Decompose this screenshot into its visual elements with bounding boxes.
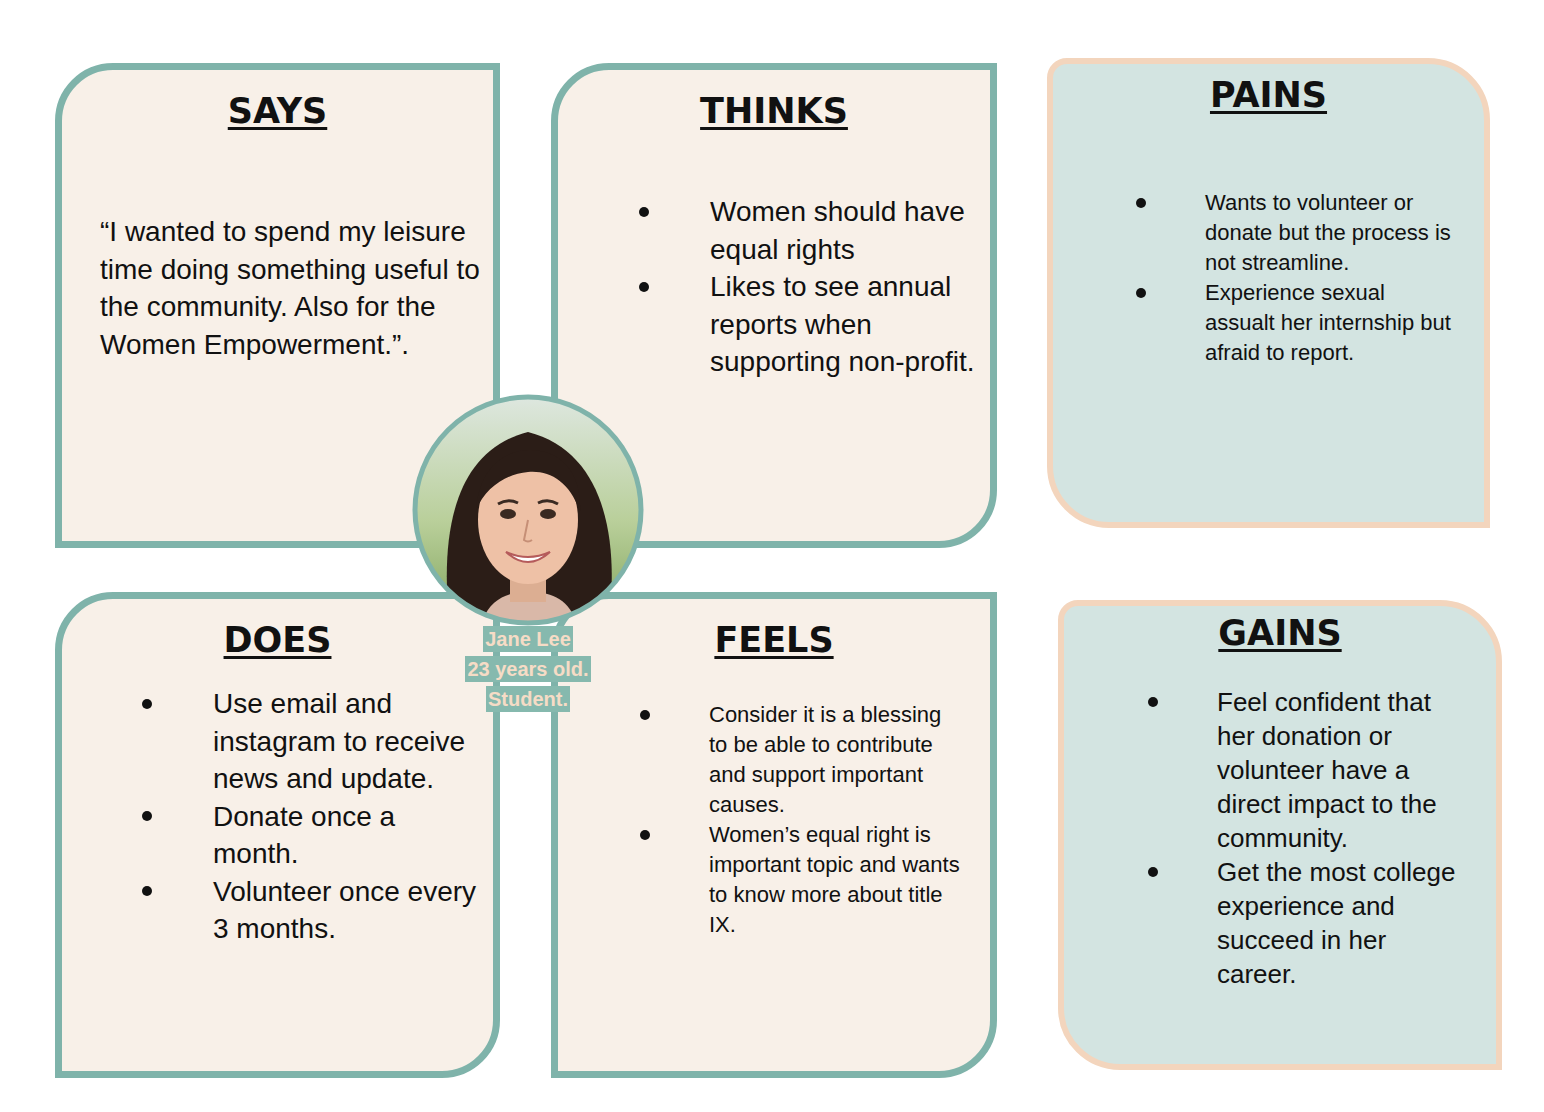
bullet-dot <box>639 207 649 217</box>
bullet-dot <box>142 886 152 896</box>
section-heading: THINKS <box>558 91 990 131</box>
bullet-item: Experience sexual assualt her internship… <box>1136 278 1455 368</box>
section-body: Consider it is a blessing to be able to … <box>640 700 964 940</box>
bullet-text: Women’s equal right is important topic a… <box>709 820 964 940</box>
bullet-text: Likes to see annual reports when support… <box>710 268 980 381</box>
bullet-item: Feel confident that her donation or volu… <box>1148 685 1472 855</box>
bullet-dot <box>1148 697 1158 707</box>
bullet-item: Wants to volunteer or donate but the pro… <box>1136 188 1455 278</box>
pains-box: PAINS Wants to volunteer or donate but th… <box>1047 58 1490 528</box>
bullet-dot <box>1136 288 1146 298</box>
bullet-item: Use email and instagram to receive news … <box>142 685 478 798</box>
bullet-dot <box>142 699 152 709</box>
bullet-text: Volunteer once every 3 months. <box>213 873 478 948</box>
section-heading: FEELS <box>558 620 990 660</box>
bullet-item: Likes to see annual reports when support… <box>639 268 980 381</box>
quote-item: “I wanted to spend my leisure time doing… <box>100 213 480 363</box>
bullet-text: Use email and instagram to receive news … <box>213 685 478 798</box>
bullet-item: Get the most college experience and succ… <box>1148 855 1472 991</box>
bullet-dot <box>1136 198 1146 208</box>
section-body: “I wanted to spend my leisure time doing… <box>100 213 480 363</box>
person-label: 23 years old. <box>465 656 590 682</box>
bullet-item: Consider it is a blessing to be able to … <box>640 700 964 820</box>
bullet-text: Get the most college experience and succ… <box>1217 855 1472 991</box>
bullet-dot <box>1148 867 1158 877</box>
section-heading: GAINS <box>1064 613 1496 653</box>
bullet-item: Women should have equal rights <box>639 193 980 268</box>
bullet-item: Volunteer once every 3 months. <box>142 873 478 948</box>
bullet-item: Women’s equal right is important topic a… <box>640 820 964 940</box>
bullet-dot <box>142 811 152 821</box>
portrait-photo <box>410 392 646 628</box>
name-line: Jane Lee <box>418 626 638 652</box>
bullet-text: Consider it is a blessing to be able to … <box>709 700 964 820</box>
feels-box: FEELS Consider it is a blessing to be abl… <box>551 592 997 1078</box>
bullet-text: Experience sexual assualt her internship… <box>1205 278 1455 368</box>
bullet-item: Donate once a month. <box>142 798 478 873</box>
section-body: Women should have equal rightsLikes to s… <box>639 193 980 381</box>
bullet-text: Donate once a month. <box>213 798 478 873</box>
bullet-text: Wants to volunteer or donate but the pro… <box>1205 188 1455 278</box>
bullet-dot <box>640 830 650 840</box>
section-heading: PAINS <box>1053 75 1484 115</box>
bullet-dot <box>640 710 650 720</box>
section-heading: DOES <box>62 620 493 660</box>
bullet-text: Women should have equal rights <box>710 193 980 268</box>
section-body: Feel confident that her donation or volu… <box>1148 685 1472 991</box>
bullet-text: Feel confident that her donation or volu… <box>1217 685 1472 855</box>
name-line: 23 years old. <box>418 656 638 682</box>
section-body: Use email and instagram to receive news … <box>142 685 478 948</box>
bullet-dot <box>639 282 649 292</box>
person-label: Jane Lee <box>483 626 573 652</box>
quote-text: “I wanted to spend my leisure time doing… <box>100 213 480 363</box>
person-label: Student. <box>486 686 570 712</box>
name-line: Student. <box>418 686 638 712</box>
section-heading: SAYS <box>62 91 493 131</box>
does-box: DOES Use email and instagram to receive n… <box>55 592 500 1078</box>
section-body: Wants to volunteer or donate but the pro… <box>1136 188 1455 368</box>
gains-box: GAINS Feel confident that her donation or… <box>1058 600 1502 1070</box>
